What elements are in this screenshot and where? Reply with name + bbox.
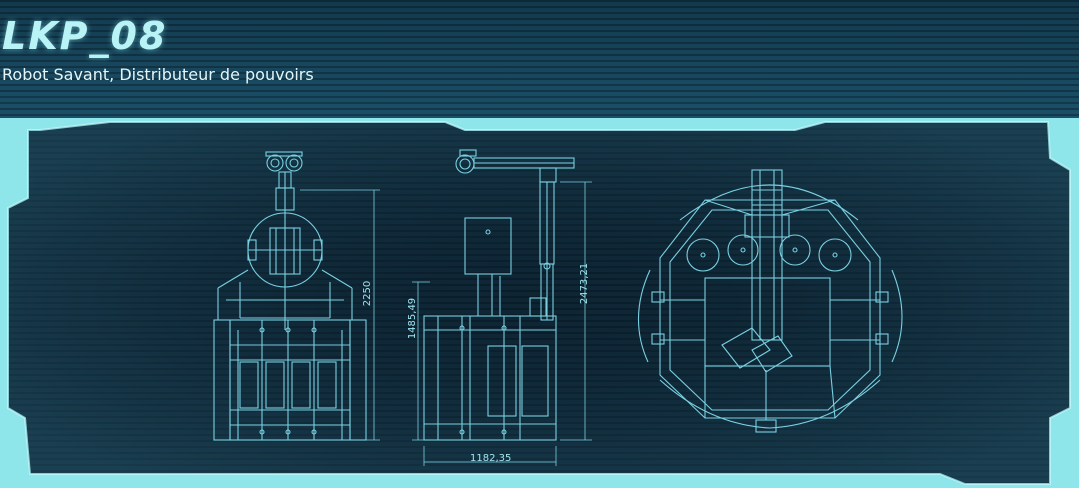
side-total-height-dimension-label: 2473,21 <box>579 262 591 305</box>
page-title: LKP_08 <box>2 14 168 58</box>
side-view <box>412 149 592 466</box>
header-banner: LKP_08 Robot Savant, Distributeur de pou… <box>0 0 1079 118</box>
side-width-dimension-label: 1182,35 <box>470 453 512 464</box>
front-height-dimension-label: 2250 <box>362 280 374 307</box>
blueprint-panel <box>7 121 1071 485</box>
page-subtitle: Robot Savant, Distributeur de pouvoirs <box>2 65 314 84</box>
top-view <box>637 169 903 433</box>
side-lower-height-dimension-label: 1485,49 <box>407 297 419 340</box>
front-view <box>213 151 380 441</box>
